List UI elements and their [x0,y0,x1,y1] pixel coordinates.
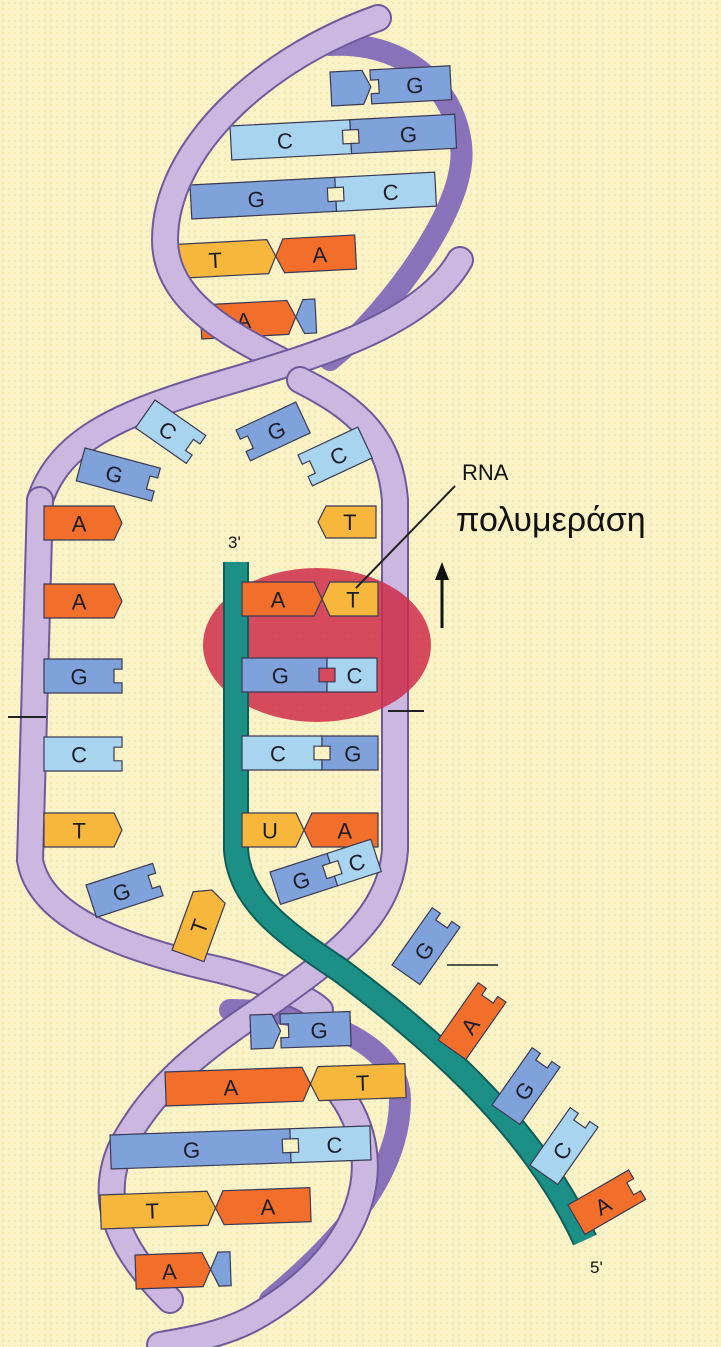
base-g: G [322,736,378,770]
base-letter: T [346,588,359,613]
base-letter: A [337,819,352,844]
base-letter: G [344,742,361,767]
base-c: C [335,172,437,211]
base-letter: C [326,1132,343,1158]
base-t: T [310,1064,406,1101]
polymerase-label: πολυμεράση [456,501,646,539]
base-g: G [44,659,122,693]
base-c: C [230,120,352,160]
base-t: T [44,813,122,847]
base-a: A [135,1252,211,1289]
base-letter: A [312,242,328,268]
base-letter: C [347,664,363,689]
base-letter: C [71,743,87,768]
base-g: G [280,1012,351,1048]
base-t: T [100,1191,216,1229]
base-pair: G [330,66,452,106]
base-a: A [242,582,322,616]
base-letter: C [270,742,286,767]
base-a: A [275,235,357,273]
base-g: G [370,66,452,104]
rna-5prime-label: 5' [590,1258,603,1277]
base-letter: G [272,664,289,689]
base-letter: C [382,180,399,206]
base-g: G [110,1129,291,1169]
base-a: A [44,584,122,618]
base-letter: G [247,187,265,213]
base-letter: A [260,1194,276,1220]
base-letter: A [72,512,87,537]
base-letter: G [406,73,424,99]
rna-3prime-label: 3' [228,533,241,552]
base-letter: U [262,819,278,844]
base-letter: T [343,510,356,535]
base-a: A [44,506,122,540]
rna-label: RNA [462,460,509,485]
base-g: G [350,114,457,153]
base-c: C [44,737,122,771]
base-u: U [242,813,304,847]
base-a: A [215,1188,311,1225]
base-a: A [165,1067,311,1106]
base-letter: G [399,122,417,148]
base-letter: G [71,665,88,690]
base-letter: G [310,1018,328,1044]
base-g: G [190,177,337,219]
base-t: T [322,582,378,616]
base-letter: T [145,1198,159,1223]
base-c: C [327,658,377,692]
base-letter: A [223,1075,239,1101]
base-pair: G [250,1012,351,1049]
base-letter: T [356,1070,370,1095]
base-letter: C [276,128,293,154]
base-letter: G [183,1137,201,1163]
base-letter: A [72,590,87,615]
base-letter: A [162,1259,178,1285]
base-letter: A [271,588,286,613]
base-t: T [318,506,376,538]
base-c: C [290,1126,371,1163]
base-c: C [242,736,322,770]
base-letter: T [208,248,223,274]
base-g: G [242,658,327,692]
base-letter: T [72,819,85,844]
